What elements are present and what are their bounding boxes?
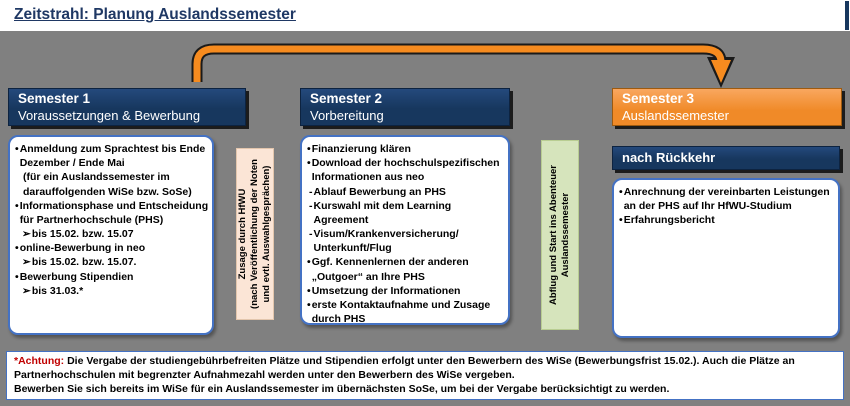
list-item: •Finanzierung klären [307,142,505,156]
bullet-marker: • [15,242,19,255]
bullet-marker: • [15,143,19,155]
list-item-text: bis 15.02. bzw. 15.07 [31,228,134,241]
list-item: ➢ bis 31.03.* [15,284,209,298]
list-item: (für ein Auslandssemester im darauffolge… [15,170,209,198]
bullet-marker: ➢ [22,284,31,297]
arrowhead-outline [707,57,735,88]
list-item: -Ablauf Bewerbung an PHS [307,185,505,199]
list-item: •Bewerbung Stipendien [15,270,209,284]
bullet-marker: - [309,199,313,212]
list-item-text: Bewerbung Stipendien [19,270,134,283]
list-item-text: Erfahrungsbericht [623,214,715,227]
nach-rueckkehr-header: nach Rückkehr [612,146,840,170]
list-item-text: Ablauf Bewerbung an PHS [313,185,446,198]
list-item-text: Umsetzung der Informationen [311,284,461,297]
title-accent-line [845,1,849,30]
attention-note: *Achtung: Die Vergabe der studiengebührb… [6,351,844,400]
bullet-marker: • [307,143,311,155]
list-item: •Ggf. Kennenlernen der anderen „Outgoer“… [307,255,505,283]
list-item-text: erste Kontaktaufnahme und Zusage durch P… [311,298,491,326]
page-title: Zeitstrahl: Planung Auslandssemester [14,6,296,23]
semester1-header: Semester 1 Voraussetzungen & Bewerbung [8,88,246,126]
list-item-text: bis 31.03.* [31,284,84,297]
list-item: •Informationsphase und Entscheidung für … [15,199,209,227]
list-item-text: Kurswahl mit dem Learning Agreement [313,199,452,226]
semester1-subtitle: Voraussetzungen & Bewerbung [18,107,201,123]
transition-zusage-line1: Zusage durch HfWU [237,188,249,280]
bullet-marker: • [619,214,623,227]
semester3-title: Semester 3 [622,91,695,106]
semester1-title: Semester 1 [18,91,91,106]
list-item-text: Ggf. Kennenlernen der anderen „Outgoer“ … [311,256,469,283]
bullet-marker: - [309,185,313,198]
attention-text: Die Vergabe der studiengebührbefreiten P… [14,355,795,381]
bullet-marker: ➢ [22,256,31,269]
list-item: •online-Bewerbung in neo [15,241,209,255]
list-item: •erste Kontaktaufnahme und Zusage durch … [307,298,505,326]
list-item-text: Visum/Krankenversicherung/ Unterkunft/Fl… [313,228,459,255]
bullet-marker: • [307,284,311,297]
list-item: -Visum/Krankenversicherung/ Unterkunft/F… [307,227,505,255]
attention-prefix: *Achtung: [14,355,65,367]
bullet-marker: • [307,298,311,311]
semester3-content-box: •Anrechnung der vereinbarten Leistungen … [612,178,840,338]
bullet-marker: • [15,270,19,283]
list-item: •Umsetzung der Informationen [307,284,505,298]
transition-abflug-box: Abflug und Start ins Abenteuer Auslandss… [541,140,579,330]
attention-paragraph-1: *Achtung: Die Vergabe der studiengebührb… [14,355,836,383]
semester2-title: Semester 2 [310,91,383,106]
bullet-marker: • [307,157,311,170]
bullet-marker: • [15,199,19,212]
semester3-subtitle: Auslandssemester [622,107,729,123]
list-item: ➢ bis 15.02. bzw. 15.07. [15,255,209,269]
semester1-content-box: •Anmeldung zum Sprachtest bis Ende Dezem… [8,135,214,335]
bullet-marker: • [619,186,623,198]
list-item: •Erfahrungsbericht [619,213,835,227]
attention-paragraph-2: Bewerben Sie sich bereits im WiSe für ei… [14,382,670,395]
transition-abflug-text: Abflug und Start ins Abenteuer Auslandss… [548,164,571,306]
list-item-text: Informationsphase und Entscheidung für P… [19,199,209,226]
list-item-text: Download der hochschulspezifischen Infor… [311,157,500,184]
bullet-marker: - [309,228,313,241]
arrowhead [711,60,731,83]
bullet-marker: • [307,256,311,269]
list-item-text: online-Bewerbung in neo [19,242,146,255]
bullet-marker: ➢ [22,228,31,241]
title-bar: Zeitstrahl: Planung Auslandssemester [0,0,850,31]
transition-zusage-box: Zusage durch HfWU (nach Veröffentlichung… [236,148,274,320]
list-item-text: Finanzierung klären [311,143,411,155]
semester2-header: Semester 2 Vorbereitung [300,88,510,126]
list-item-text: (für ein Auslandssemester im darauffolge… [23,171,192,198]
list-item-text: bis 15.02. bzw. 15.07. [31,256,137,269]
list-item: •Anmeldung zum Sprachtest bis Ende Dezem… [15,142,209,170]
semester3-header: Semester 3 Auslandssemester [612,88,842,126]
list-item: ➢ bis 15.02. bzw. 15.07 [15,227,209,241]
list-item-text: Anrechnung der vereinbarten Leistungen a… [623,186,830,213]
list-item-text: Anmeldung zum Sprachtest bis Ende Dezemb… [19,143,206,170]
list-item: -Kurswahl mit dem Learning Agreement [307,199,505,227]
semester2-content-box: •Finanzierung klären•Download der hochsc… [300,135,510,325]
list-item: •Anrechnung der vereinbarten Leistungen … [619,185,835,213]
list-item: •Download der hochschulspezifischen Info… [307,156,505,184]
semester2-subtitle: Vorbereitung [310,107,384,123]
transition-zusage-line2: (nach Veröffentlichung der Noten und evt… [249,159,272,309]
